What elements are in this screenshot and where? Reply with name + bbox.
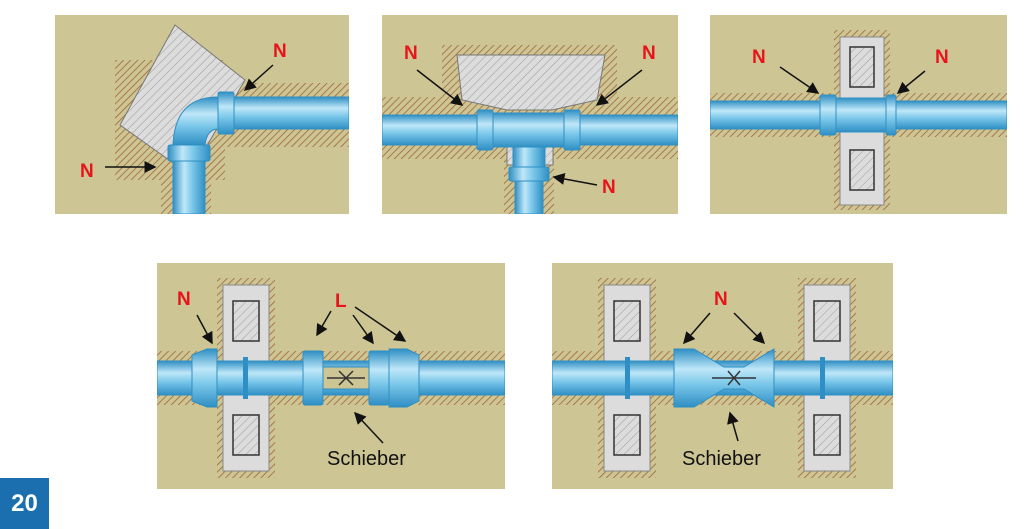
- label-n-top: N: [273, 41, 287, 62]
- figure-number-badge: 20: [0, 478, 49, 529]
- label-n-bottom: N: [80, 161, 94, 182]
- label-n-left: N: [752, 47, 766, 68]
- label-n-right: N: [935, 47, 949, 68]
- label-n-bottom: N: [602, 177, 616, 198]
- label-n-left: N: [404, 43, 418, 64]
- panel-valve-1: N L Schieber: [157, 263, 505, 489]
- label-n: N: [714, 289, 728, 310]
- label-schieber: Schieber: [682, 448, 761, 470]
- label-l: L: [335, 291, 347, 312]
- label-n-right: N: [642, 43, 656, 64]
- label-schieber: Schieber: [327, 448, 406, 470]
- label-n: N: [177, 289, 191, 310]
- panel-elbow: N N: [55, 15, 349, 214]
- panel-valve-2: N Schieber: [552, 263, 893, 489]
- panel-tee: N N N: [382, 15, 678, 214]
- panel-wall-passage: N N: [710, 15, 1007, 214]
